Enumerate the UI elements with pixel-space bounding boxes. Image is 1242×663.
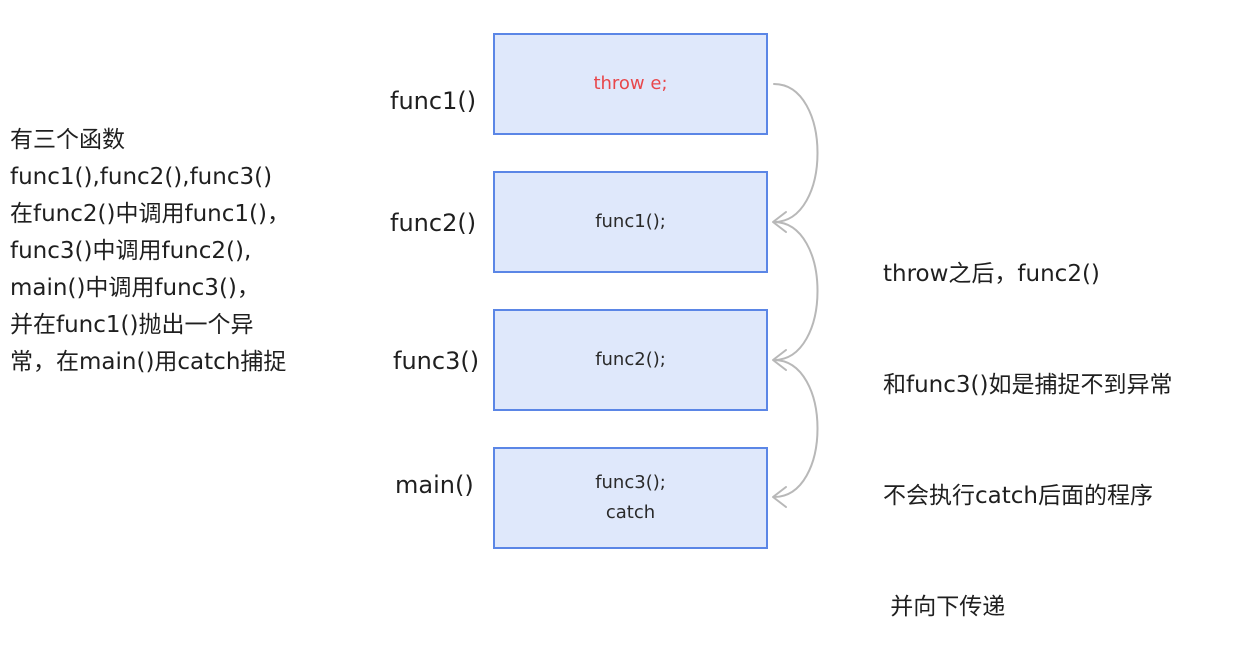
func1-box: throw e; [493,33,768,135]
left-note-line: func1(),func2(),func3() [10,164,273,190]
arrow-func1-to-func2 [773,83,819,223]
arrowhead-func3 [772,349,787,371]
left-note-line: main()中调用func3()， [10,275,260,301]
main-label: main() [395,471,474,499]
left-description: 有三个函数 func1(),func2(),func3() 在func2()中调… [10,122,340,381]
right-note-line: 和func3()如是捕捉不到异常 [883,372,1173,398]
func3-label: func3() [393,347,480,375]
right-note-line: 不会执行catch后面的程序 [883,483,1153,509]
arrow-func3-to-main [773,359,819,498]
left-note-line: 在func2()中调用func1()， [10,201,290,227]
func2-body-line: func1(); [595,211,666,232]
left-note-line: 常，在main()用catch捕捉 [10,349,287,375]
func3-body-line: func2(); [595,349,666,370]
arrowhead-main [772,486,787,508]
arrowhead-func2 [772,211,787,233]
func3-box: func2(); [493,309,768,411]
right-note-line: throw之后，func2() [883,261,1100,287]
left-note-line: 并在func1()抛出一个异 [10,312,254,338]
func2-box: func1(); [493,171,768,273]
throw-statement: throw e; [593,73,668,94]
right-description: throw之后，func2() 和func3()如是捕捉不到异常 不会执行cat… [883,182,1233,663]
func1-label: func1() [390,87,477,115]
main-body-line: func3(); [595,472,666,493]
func2-label: func2() [390,209,477,237]
main-box: func3(); catch [493,447,768,549]
left-note-line: func3()中调用func2(), [10,238,252,264]
arrow-func2-to-func3 [773,221,819,361]
main-catch-line: catch [605,502,656,523]
right-note-line: 并向下传递 [883,594,1006,620]
left-note-line: 有三个函数 [10,127,125,153]
